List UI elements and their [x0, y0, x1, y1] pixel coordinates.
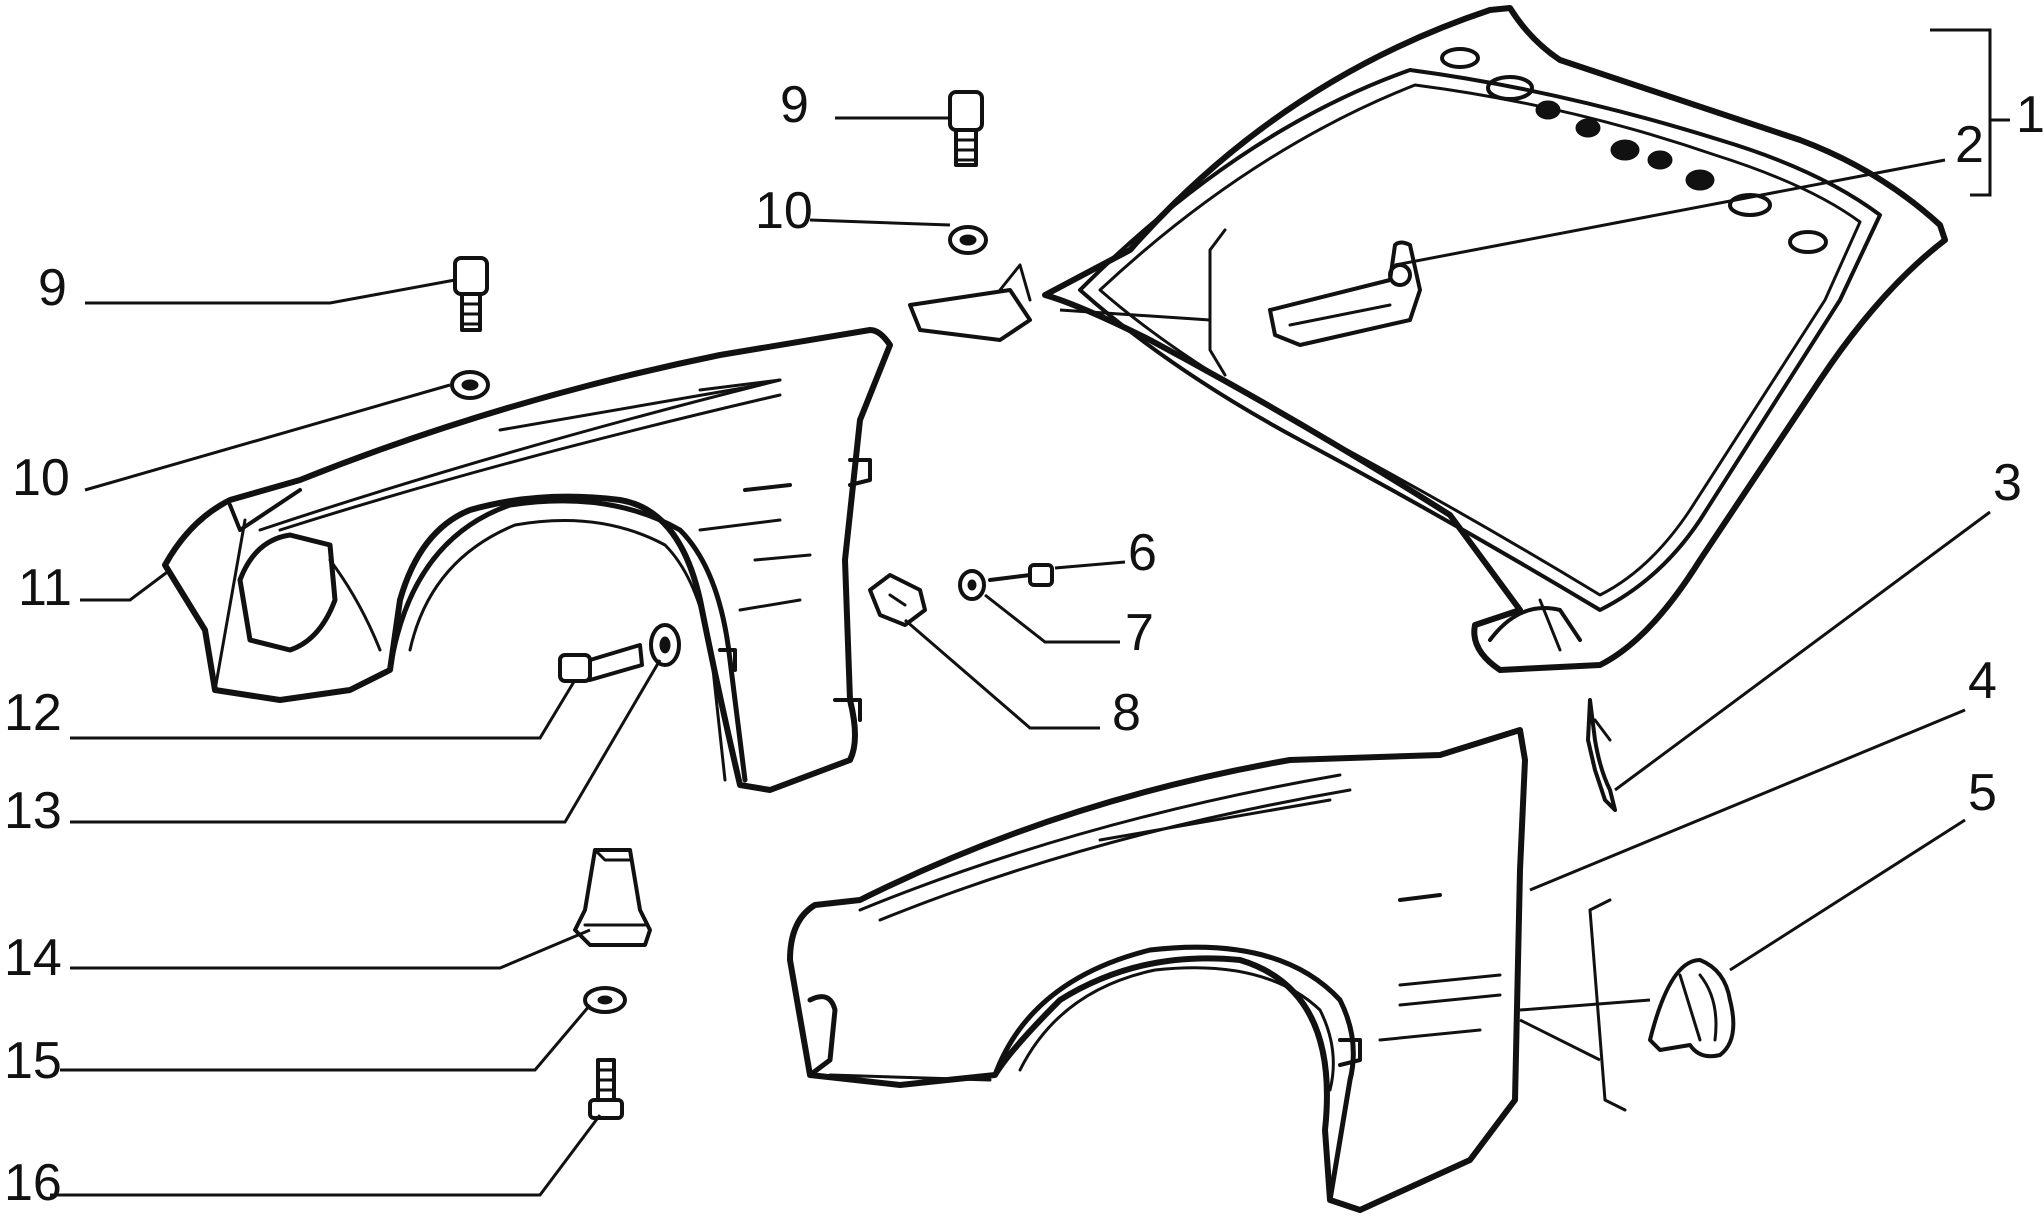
clip-part-3 [1586, 698, 1617, 812]
plug-part-5 [1588, 898, 1736, 1112]
right-fender-part [787, 727, 1528, 1213]
callout-3: 3 [1993, 454, 2022, 512]
clip-8 [868, 573, 927, 627]
washer-15 [583, 986, 627, 1014]
callout-12: 12 [4, 684, 62, 742]
callout-6: 6 [1128, 524, 1157, 582]
nut-10-top [948, 225, 988, 255]
callout-7: 7 [1125, 604, 1154, 662]
bolt-9-left [453, 256, 489, 332]
bolt-9-top [948, 90, 984, 167]
callout-9-top: 9 [780, 76, 809, 134]
nut-10-left [450, 370, 490, 400]
screw-6 [988, 563, 1054, 587]
callout-11: 11 [18, 559, 72, 617]
bracket-1 [1930, 28, 1992, 197]
callout-10-left: 10 [12, 449, 70, 507]
callout-10-top: 10 [755, 182, 813, 240]
callout-4: 4 [1968, 652, 1997, 710]
callout-15: 15 [4, 1032, 62, 1090]
callout-1: 1 [2016, 86, 2044, 144]
callout-5: 5 [1968, 764, 1997, 822]
hinge-bracket-part [1208, 228, 1422, 377]
callout-9-left: 9 [38, 259, 67, 317]
callout-14: 14 [4, 929, 62, 987]
callout-8: 8 [1112, 684, 1141, 742]
leader-lines [50, 116, 1991, 1197]
callout-labels: 1 2 3 4 5 6 7 8 9 9 10 10 11 12 13 14 15… [4, 76, 2044, 1212]
callout-2: 2 [1955, 116, 1984, 174]
washer-7 [958, 569, 986, 601]
callout-16: 16 [4, 1154, 62, 1212]
bolt-16 [588, 1058, 624, 1120]
left-fender-part [162, 327, 893, 793]
bolt-12 [558, 643, 644, 683]
callout-13: 13 [4, 782, 62, 840]
windshield-frame-part [908, 5, 1948, 673]
buffer-14 [573, 848, 652, 947]
washer-13 [649, 623, 681, 667]
